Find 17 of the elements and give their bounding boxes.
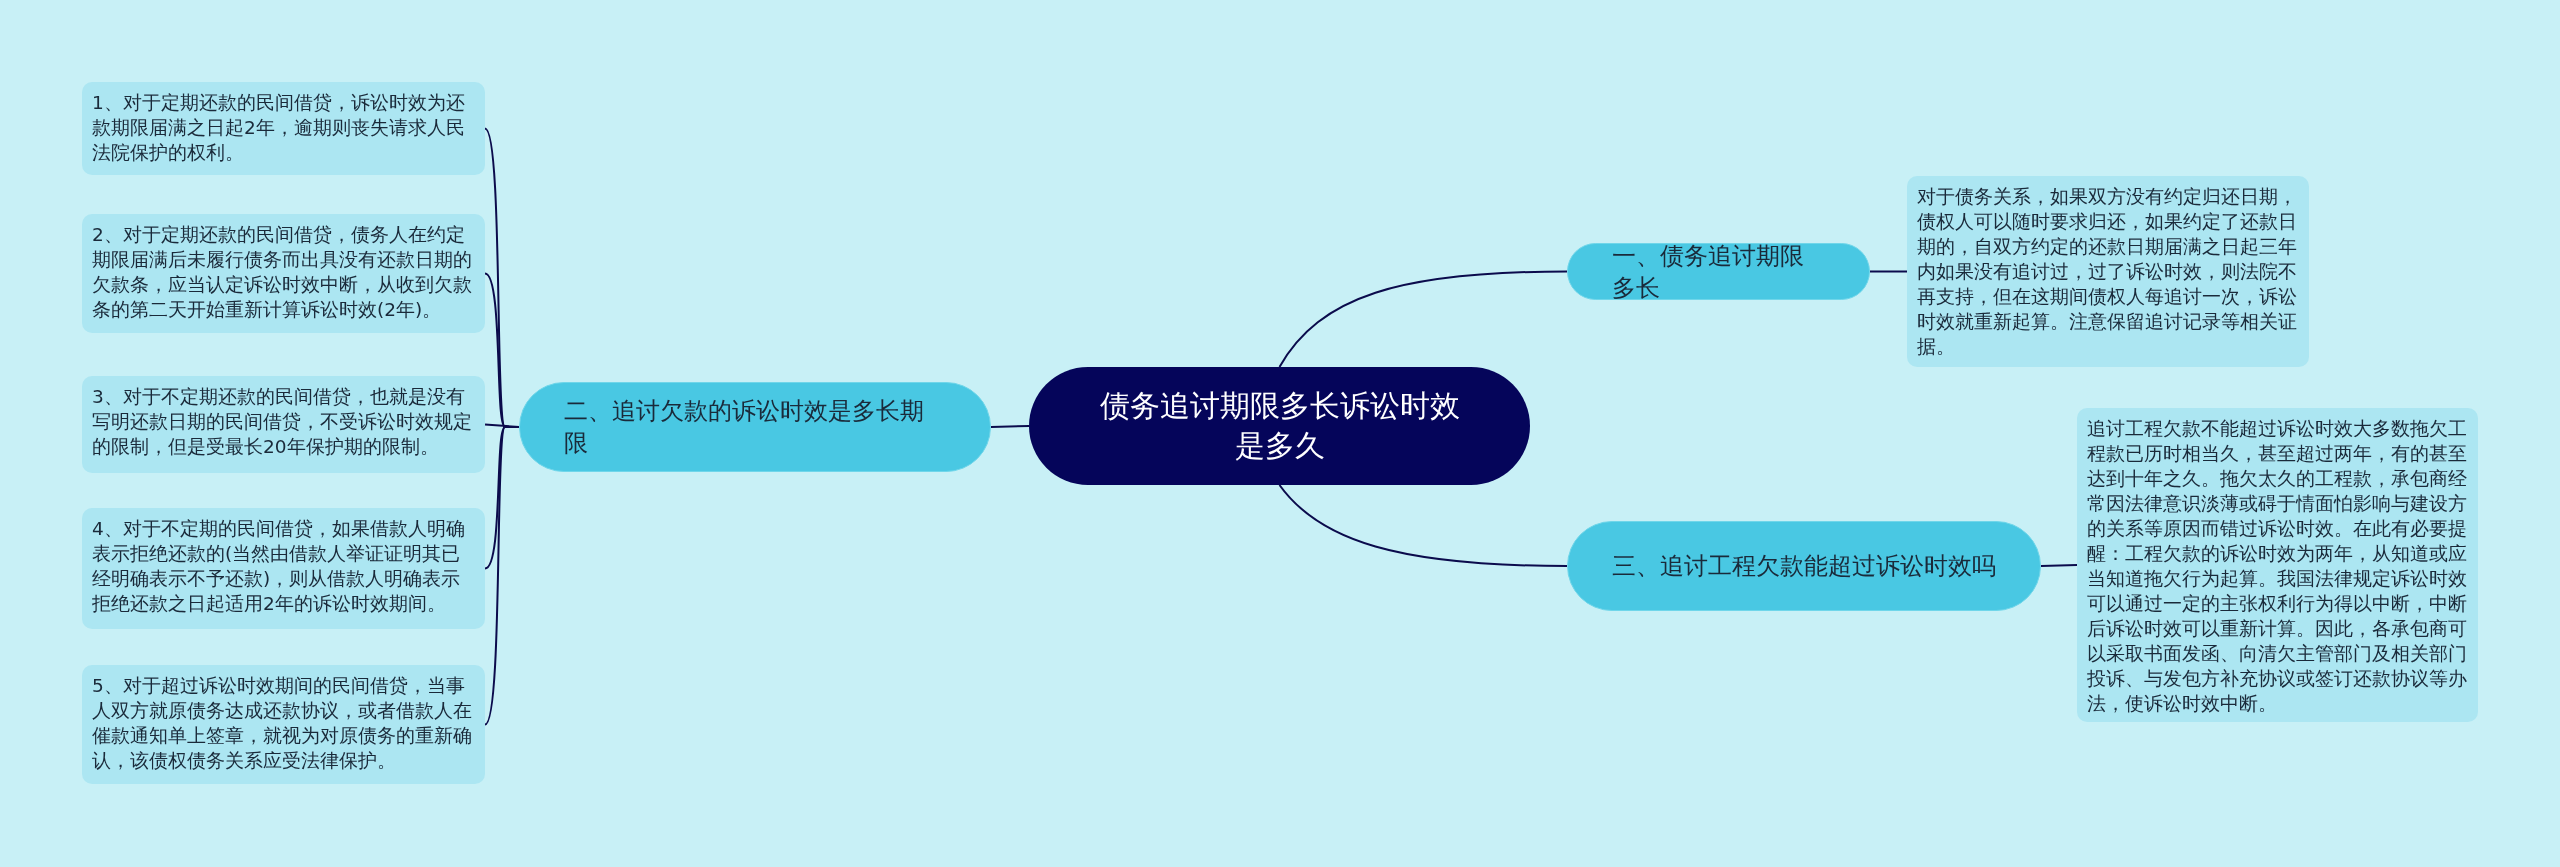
- note-box: 3、对于不定期还款的民间借贷，也就是没有写明还款日期的民间借贷，不受诉讼时效规定的限制，但是受最长20年保护期的限制。: [82, 376, 485, 473]
- connector-line: [2040, 564, 2078, 567]
- connector-line: [1278, 270, 1568, 368]
- topic-box: 三、追讨工程欠款能超过诉讼时效吗: [1567, 521, 2041, 611]
- connector-line: [990, 425, 1030, 428]
- note-box: 4、对于不定期的民间借贷，如果借款人明确表示拒绝还款的(当然由借款人举证证明其已经明确表示不予还款)，则从借款人明确表示拒绝还款之日起适用2年的诉讼时效期间。: [82, 508, 485, 629]
- note-box: 对于债务关系，如果双方没有约定归还日期，债权人可以随时要求归还，如果约定了还款日期的，自双方约定的还款日期届满之日起三年内如果没有追讨过，过了诉讼时效，则法院不再支持，但在这期间债权人每追讨一次，诉讼时效就重新起算。注意保留追讨记录等相关证据。: [1907, 176, 2309, 367]
- note-box: 2、对于定期还款的民间借贷，债务人在约定期限届满后未履行债务而出具没有还款日期的欠款条，应当认定诉讼时效中断，从收到欠款条的第二天开始重新计算诉讼时效(2年)。: [82, 214, 485, 333]
- note-box: 追讨工程欠款不能超过诉讼时效大多数拖欠工程款已历时相当久，甚至超过两年，有的甚至达到十年之久。拖欠太久的工程款，承包商经常因法律意识淡薄或碍于情面怕影响与建设方的关系等原因而错过诉讼时效。在此有必要提醒：工程欠款的诉讼时效为两年，从知道或应当知道拖欠行为起算。我国法律规定诉讼时效可以通过一定的主张权利行为得以中断，中断后诉讼时效可以重新计算。因此，各承包商可以采取书面发函、向清欠主管部门及相关部门投诉、与发包方补充协议或签订还款协议等办法，使诉讼时效中断。: [2077, 408, 2478, 722]
- connector-line: [1278, 484, 1568, 567]
- note-box: 1、对于定期还款的民间借贷，诉讼时效为还款期限届满之日起2年，逾期则丧失请求人民法院保护的权利。: [82, 82, 485, 175]
- connector-line: [484, 426, 520, 726]
- central-topic: 债务追讨期限多长诉讼时效是多久: [1029, 367, 1530, 485]
- note-box: 5、对于超过诉讼时效期间的民间借贷，当事人双方就原债务达成还款协议，或者借款人在催款通知单上签章，就视为对原债务的重新确认，该债权债务关系应受法律保护。: [82, 665, 485, 784]
- topic-box: 二、追讨欠款的诉讼时效是多长期限: [519, 382, 991, 472]
- topic-box: 一、债务追讨期限多长: [1567, 243, 1870, 300]
- connector-line: [1869, 270, 1908, 273]
